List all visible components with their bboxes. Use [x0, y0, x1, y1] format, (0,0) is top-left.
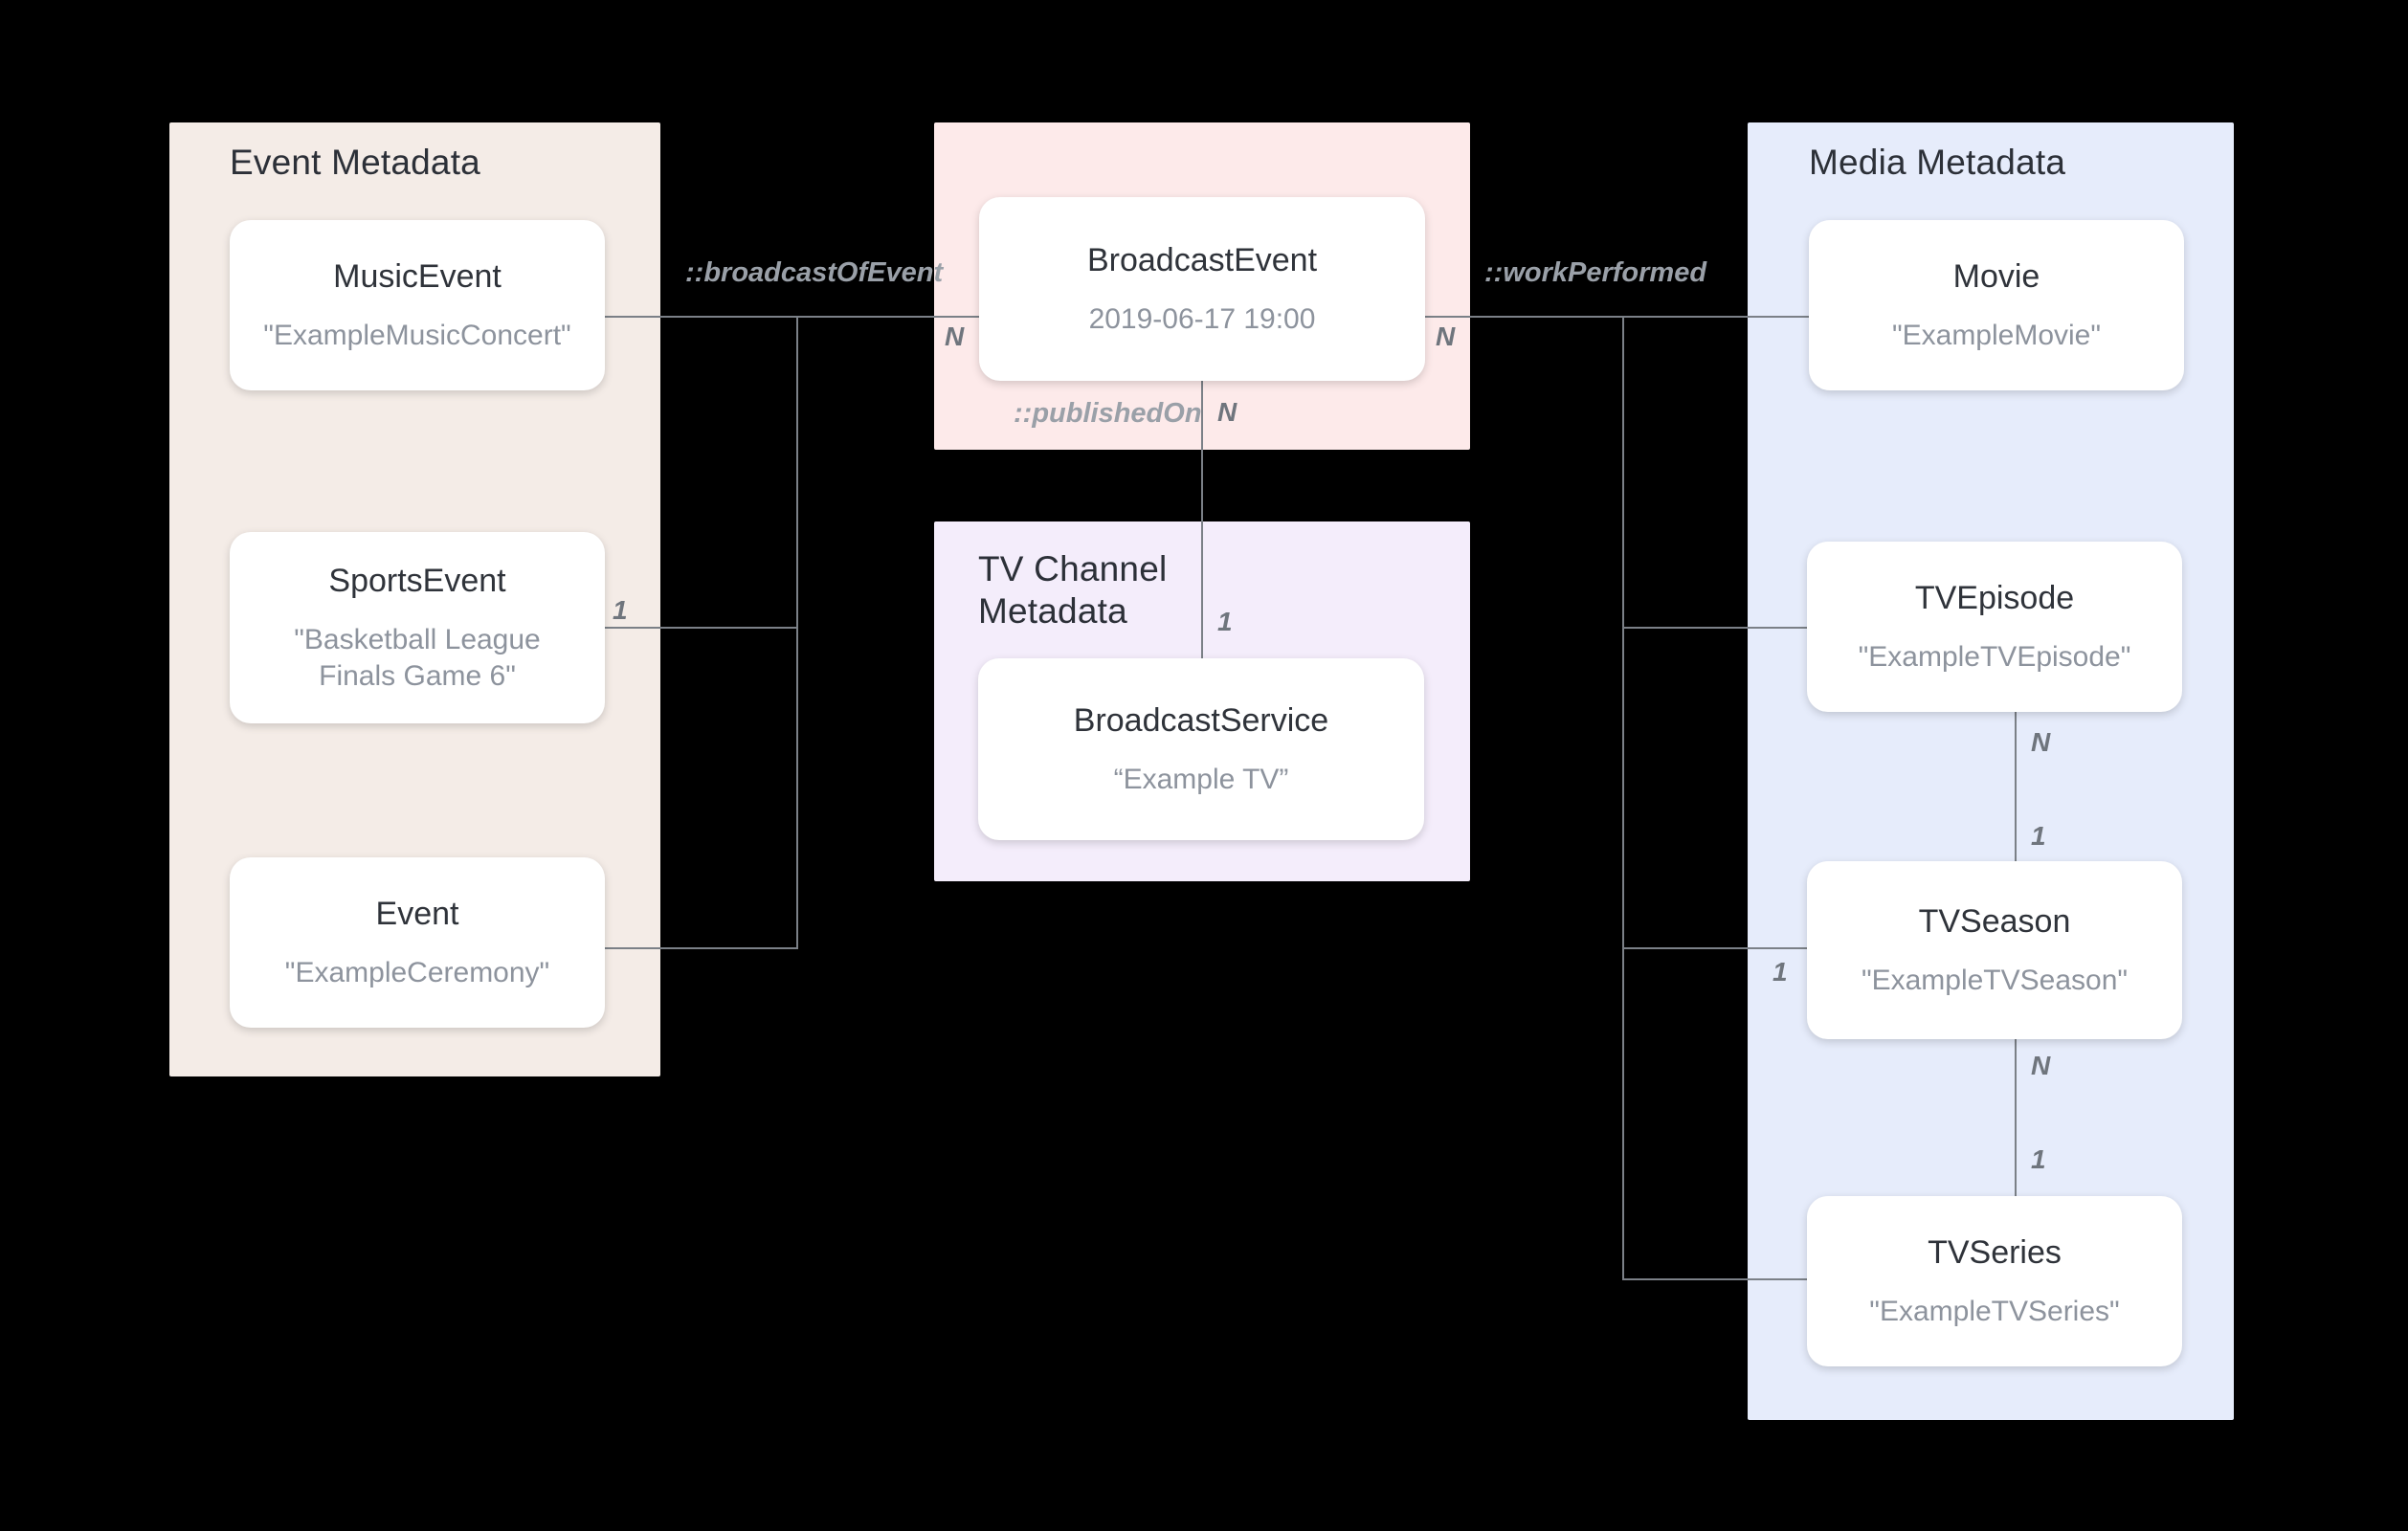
- edge-label-work-performed: ::workPerformed: [1484, 257, 1707, 288]
- edge-music-event-to-bus: [598, 316, 797, 318]
- node-tv-episode-title: TVEpisode: [1914, 580, 2075, 616]
- node-movie-title: Movie: [1952, 258, 2040, 295]
- cardinality-sports-event-1: 1: [613, 595, 628, 625]
- edge-broadcast-event-to-right-bus: [1425, 316, 1624, 318]
- edge-right-bus: [1622, 316, 1624, 1279]
- node-event-title: Event: [375, 896, 459, 932]
- cardinality-published-on-n: N: [1217, 397, 1237, 427]
- node-broadcast-service-value: “Example TV”: [1113, 764, 1289, 795]
- node-event-value: "ExampleCeremony": [284, 957, 550, 988]
- node-broadcast-event-value: 2019-06-17 19:00: [1088, 303, 1316, 335]
- panel-title-media-metadata: Media Metadata: [1809, 143, 2066, 182]
- edge-tv-episode-to-tv-season: [2015, 710, 2017, 905]
- edge-tv-season-to-tv-series: [2015, 1037, 2017, 1229]
- node-tv-series-value: "ExampleTVSeries": [1869, 1296, 2120, 1327]
- edge-bus-to-broadcast-event: [796, 316, 979, 318]
- node-tv-season[interactable]: TVSeason "ExampleTVSeason": [1807, 861, 2182, 1039]
- node-broadcast-event[interactable]: BroadcastEvent 2019-06-17 19:00: [979, 197, 1425, 381]
- node-movie[interactable]: Movie "ExampleMovie": [1809, 220, 2184, 390]
- cardinality-broadcast-event-left-n: N: [945, 322, 965, 351]
- node-tv-season-value: "ExampleTVSeason": [1861, 965, 2129, 996]
- node-tv-episode[interactable]: TVEpisode "ExampleTVEpisode": [1807, 542, 2182, 712]
- edge-sports-event-to-bus: [598, 627, 797, 629]
- node-music-event[interactable]: MusicEvent "ExampleMusicConcert": [230, 220, 605, 390]
- node-music-event-title: MusicEvent: [333, 258, 502, 295]
- edge-label-published-on: ::publishedOn: [1014, 398, 1202, 429]
- cardinality-published-on-1: 1: [1217, 607, 1233, 636]
- node-movie-value: "ExampleMovie": [1891, 320, 2102, 351]
- cardinality-tv-episode-n: N: [2031, 727, 2051, 757]
- edge-left-bus: [796, 316, 798, 949]
- cardinality-tv-season-work-1: 1: [1773, 957, 1788, 987]
- node-broadcast-event-title: BroadcastEvent: [1086, 242, 1318, 278]
- cardinality-broadcast-event-right-n: N: [1436, 322, 1456, 351]
- cardinality-tv-season-n: N: [2031, 1051, 2051, 1080]
- node-sports-event-title: SportsEvent: [328, 563, 506, 599]
- node-broadcast-service-title: BroadcastService: [1073, 702, 1329, 739]
- panel-title-tv-channel-metadata: TV Channel Metadata: [978, 549, 1168, 631]
- node-tv-episode-value: "ExampleTVEpisode": [1858, 641, 2131, 673]
- edge-label-broadcast-of-event: ::broadcastOfEvent: [685, 257, 944, 288]
- edge-event-to-bus: [598, 947, 797, 949]
- edge-bus-to-tv-episode: [1622, 627, 1814, 629]
- node-broadcast-service[interactable]: BroadcastService “Example TV”: [978, 658, 1424, 840]
- node-event[interactable]: Event "ExampleCeremony": [230, 857, 605, 1028]
- node-sports-event-value: "Basketball League Finals Game 6": [294, 624, 541, 692]
- panel-title-event-metadata: Event Metadata: [230, 143, 480, 182]
- cardinality-tv-season-1-top: 1: [2031, 821, 2046, 851]
- cardinality-tv-series-1: 1: [2031, 1144, 2046, 1174]
- node-tv-series[interactable]: TVSeries "ExampleTVSeries": [1807, 1196, 2182, 1366]
- node-sports-event[interactable]: SportsEvent "Basketball League Finals Ga…: [230, 532, 605, 723]
- edge-bus-to-movie: [1622, 316, 1814, 318]
- edge-bus-to-tv-season: [1622, 947, 1814, 949]
- node-music-event-value: "ExampleMusicConcert": [263, 320, 571, 351]
- edge-published-on: [1201, 381, 1203, 658]
- node-tv-series-title: TVSeries: [1928, 1234, 2062, 1271]
- edge-bus-to-tv-series: [1622, 1278, 1814, 1280]
- node-tv-season-title: TVSeason: [1918, 903, 2071, 940]
